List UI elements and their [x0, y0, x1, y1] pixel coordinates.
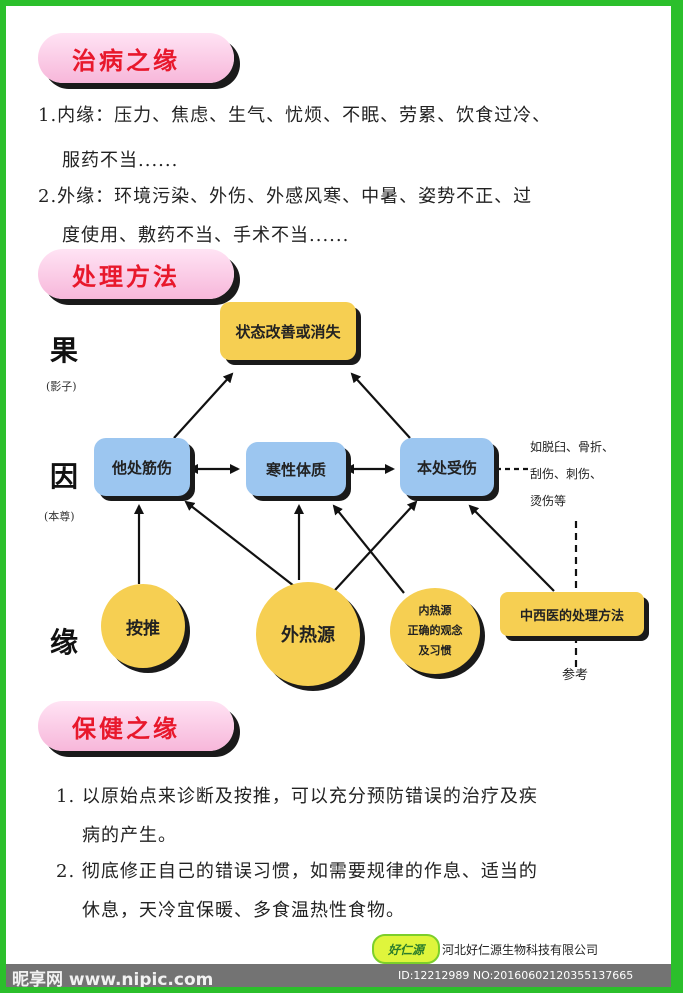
cause-box-other-injury: 他处筋伤 — [94, 438, 190, 496]
section-title-health-care: 保健之缘 — [38, 701, 234, 751]
internal-heat-line-2: 正确的观念 — [407, 624, 463, 637]
arrow-left-to-result — [173, 372, 234, 439]
circle-massage: 按推 — [101, 584, 185, 668]
label-cause-note: (本尊) — [44, 510, 75, 523]
injury-note-line-2: 刮伤、刺伤、 — [530, 467, 603, 481]
arrow-method-to-right — [468, 504, 555, 592]
circle-external-heat: 外热源 — [256, 582, 360, 686]
injury-note-line-1: 如脱臼、骨折、 — [530, 440, 615, 454]
company-name: 河北好仁源生物科技有限公司 — [442, 943, 599, 957]
method-box: 中西医的处理方法 — [500, 592, 644, 636]
cause-outer-line-2: 度使用、敷药不当、手术不当...... — [62, 225, 350, 246]
watermark-bar: 昵享网 www.nipic.com ID:12212989 NO:2016060… — [6, 964, 671, 987]
cause-inner-line-1: 1.内缘：压力、焦虑、生气、忧烦、不眠、劳累、饮食过冷、 — [38, 105, 552, 126]
section-title-methods: 处理方法 — [38, 249, 234, 299]
label-cause: 因 — [50, 460, 79, 493]
cause-box-local-injury: 本处受伤 — [400, 438, 494, 496]
label-effect: 果 — [50, 334, 79, 367]
arrow-right-to-result — [350, 372, 411, 439]
watermark-id: ID:12212989 NO:20160602120355137665 — [398, 969, 634, 982]
result-box: 状态改善或消失 — [220, 302, 356, 360]
internal-heat-line-1: 内热源 — [418, 604, 452, 617]
cause-outer-line-1: 2.外缘：环境污染、外伤、外感风寒、中暑、姿势不正、过 — [38, 186, 533, 207]
section-title-text: 处理方法 — [72, 261, 180, 291]
circle-internal-heat: 内热源 正确的观念 及习惯 — [390, 588, 480, 674]
arrow-ext-to-left — [184, 500, 295, 587]
arrow-int-to-mid — [332, 504, 405, 594]
care-item-1-line-1: 1. 以原始点来诊断及按推，可以充分预防错误的治疗及疾 — [56, 786, 538, 807]
poster-page: 治病之缘 1.内缘：压力、焦虑、生气、忧烦、不眠、劳累、饮食过冷、 服药不当..… — [6, 6, 671, 987]
company-logo: 好仁源 — [372, 934, 440, 964]
company-logo-text: 好仁源 — [387, 942, 424, 957]
internal-heat-line-3: 及习惯 — [418, 644, 452, 657]
cause-box-cold-constitution: 寒性体质 — [246, 442, 346, 496]
watermark-site: 昵享网 www.nipic.com — [12, 970, 214, 987]
care-item-2-line-1: 2. 彻底修正自己的错误习惯，如需要规律的作息、适当的 — [56, 861, 538, 882]
care-item-1-line-2: 病的产生。 — [82, 825, 177, 846]
injury-note-line-3: 烫伤等 — [530, 494, 567, 508]
cause-inner-line-2: 服药不当...... — [62, 150, 179, 171]
flow-arrows — [134, 372, 578, 670]
injury-examples-note: 如脱臼、骨折、 刮伤、刺伤、 烫伤等 — [530, 434, 614, 515]
care-item-2-line-2: 休息，天冷宜保暖、多食温热性食物。 — [82, 900, 405, 921]
section-title-treatment-causes: 治病之缘 — [38, 33, 234, 83]
section-title-text: 治病之缘 — [72, 45, 180, 75]
reference-label: 参考 — [562, 668, 589, 683]
label-effect-note: (影子) — [46, 380, 77, 393]
label-condition: 缘 — [50, 626, 79, 659]
section-title-text: 保健之缘 — [72, 713, 180, 743]
